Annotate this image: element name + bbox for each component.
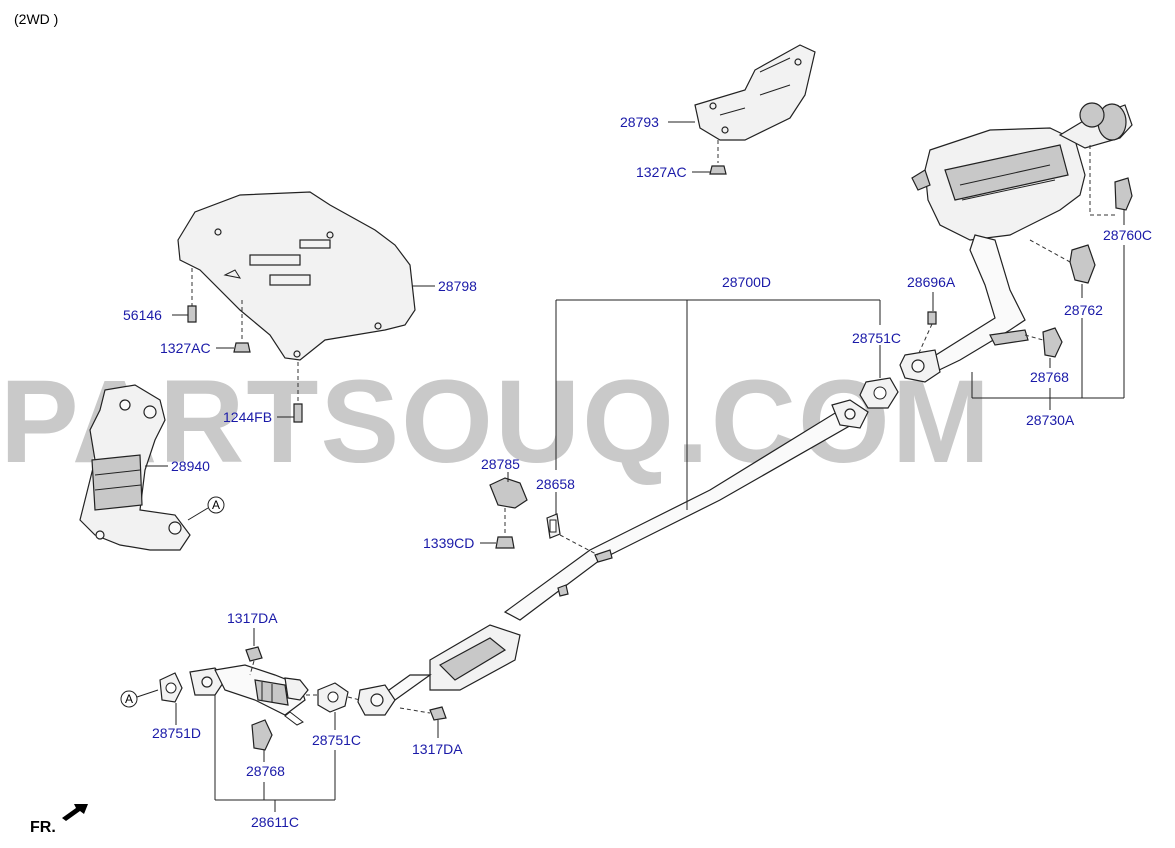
label-28751d[interactable]: 28751D [152, 725, 201, 741]
label-28700d[interactable]: 28700D [722, 274, 771, 290]
label-28785[interactable]: 28785 [481, 456, 520, 472]
label-28730a[interactable]: 28730A [1026, 412, 1075, 428]
label-28798[interactable]: 28798 [438, 278, 477, 294]
label-28611c[interactable]: 28611C [251, 814, 299, 830]
label-28940[interactable]: 28940 [171, 458, 210, 474]
callout-a-lower: A [125, 692, 133, 706]
rear-muffler[interactable] [899, 102, 1133, 383]
front-pipe-assembly[interactable] [189, 664, 309, 726]
label-28751c-left[interactable]: 28751C [312, 732, 361, 748]
heat-shield-rear[interactable] [694, 44, 816, 141]
label-28768-left[interactable]: 28768 [246, 763, 285, 779]
exhaust-center-pipe[interactable] [357, 399, 869, 716]
label-1244fb[interactable]: 1244FB [223, 409, 272, 425]
label-28793[interactable]: 28793 [620, 114, 659, 130]
front-direction-label: FR. [30, 819, 56, 836]
label-28762[interactable]: 28762 [1064, 302, 1103, 318]
callout-a-upper: A [212, 498, 220, 512]
bolt-1244fb[interactable] [293, 403, 303, 423]
hanger-28760c[interactable] [1114, 177, 1133, 211]
label-28760c[interactable]: 28760C [1103, 227, 1152, 243]
label-28768-right[interactable]: 28768 [1030, 369, 1069, 385]
nut-1317da-bottom[interactable] [429, 706, 447, 721]
label-28751c-right[interactable]: 28751C [852, 330, 901, 346]
nut-1327ac-top[interactable] [709, 165, 727, 175]
nut-1327ac-mid[interactable] [233, 342, 251, 353]
rubber-hanger-28768-right[interactable] [1042, 327, 1063, 358]
bolt-28696a[interactable] [927, 311, 937, 325]
heat-shield-center[interactable] [177, 191, 416, 361]
rubber-hanger-28762[interactable] [1069, 244, 1096, 284]
label-1327ac-mid[interactable]: 1327AC [160, 340, 211, 356]
label-28658[interactable]: 28658 [536, 476, 575, 492]
nut-1339cd[interactable] [495, 536, 515, 549]
variant-label: (2WD ) [14, 11, 58, 27]
nut-1317da-top[interactable] [245, 646, 263, 662]
label-28696a[interactable]: 28696A [907, 274, 956, 290]
catalytic-converter-front[interactable] [79, 384, 191, 551]
label-56146[interactable]: 56146 [123, 307, 162, 323]
bracket-28785[interactable] [489, 477, 528, 509]
bolt-56146[interactable] [187, 305, 197, 323]
label-1327ac-top[interactable]: 1327AC [636, 164, 687, 180]
label-1339cd[interactable]: 1339CD [423, 535, 474, 551]
label-1317da-top[interactable]: 1317DA [227, 610, 278, 626]
rubber-hanger-28768-left[interactable] [251, 719, 273, 751]
front-direction-arrow-icon [62, 804, 88, 821]
label-1317da-bottom[interactable]: 1317DA [412, 741, 463, 757]
